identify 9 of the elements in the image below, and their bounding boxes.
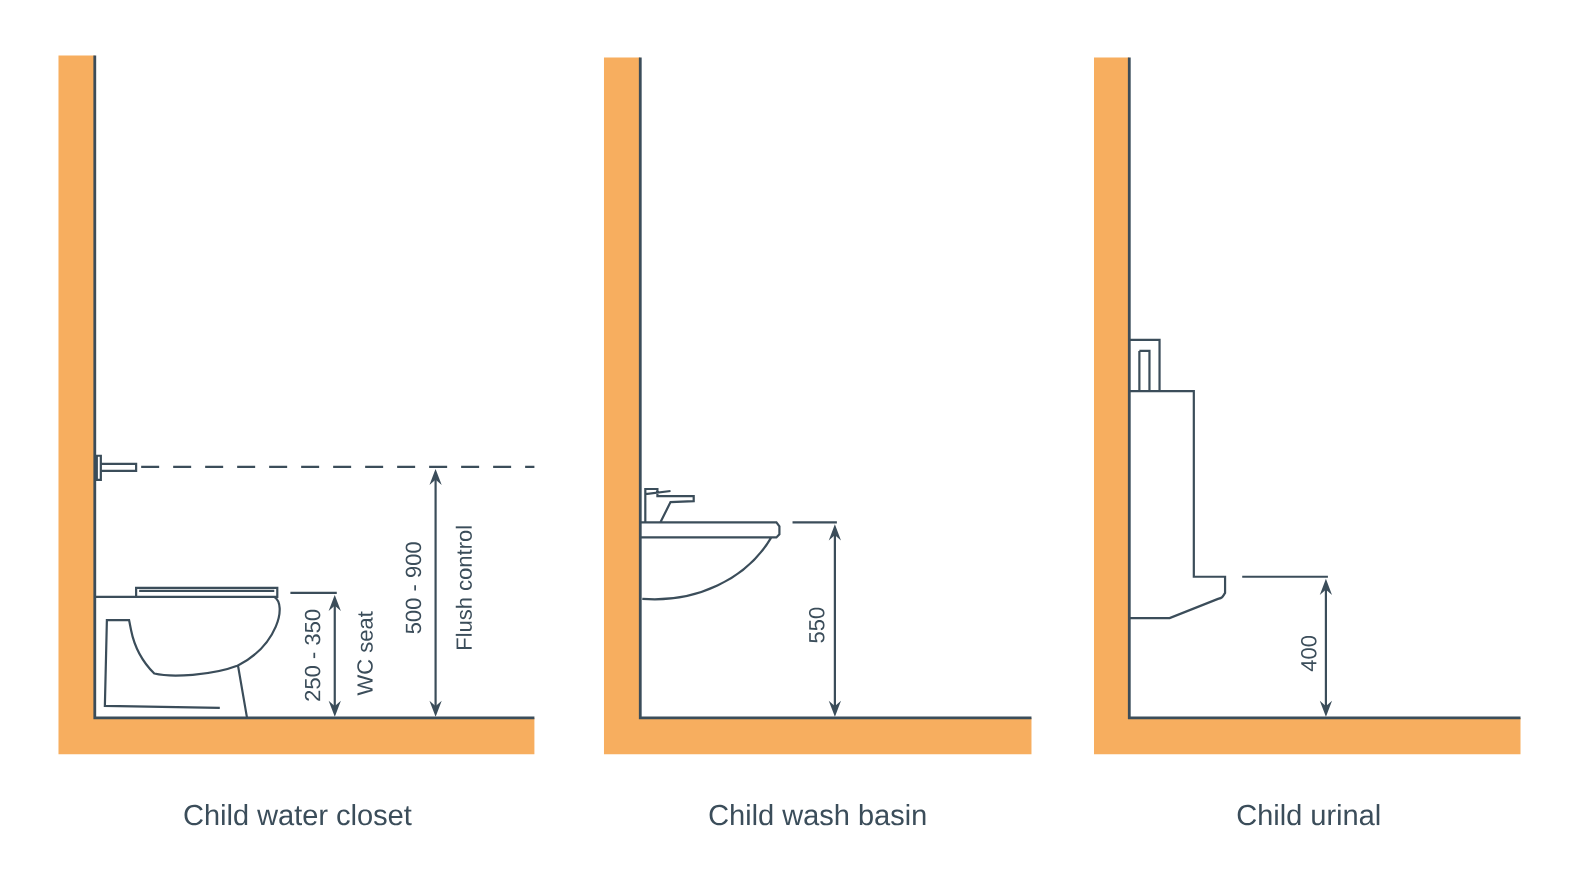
- dimension-label: WC seat: [357, 611, 373, 696]
- caption: Child water closet: [184, 803, 412, 826]
- dimension-label: 550: [808, 607, 825, 643]
- dimension-label: 250 - 350: [304, 609, 321, 701]
- dimension-label: Flush control: [455, 526, 472, 649]
- dimension-label: 500 - 900: [405, 542, 422, 634]
- caption: Child wash basin: [709, 803, 926, 826]
- caption: Child urinal: [1237, 803, 1380, 826]
- dimension-label: 400: [1301, 635, 1317, 672]
